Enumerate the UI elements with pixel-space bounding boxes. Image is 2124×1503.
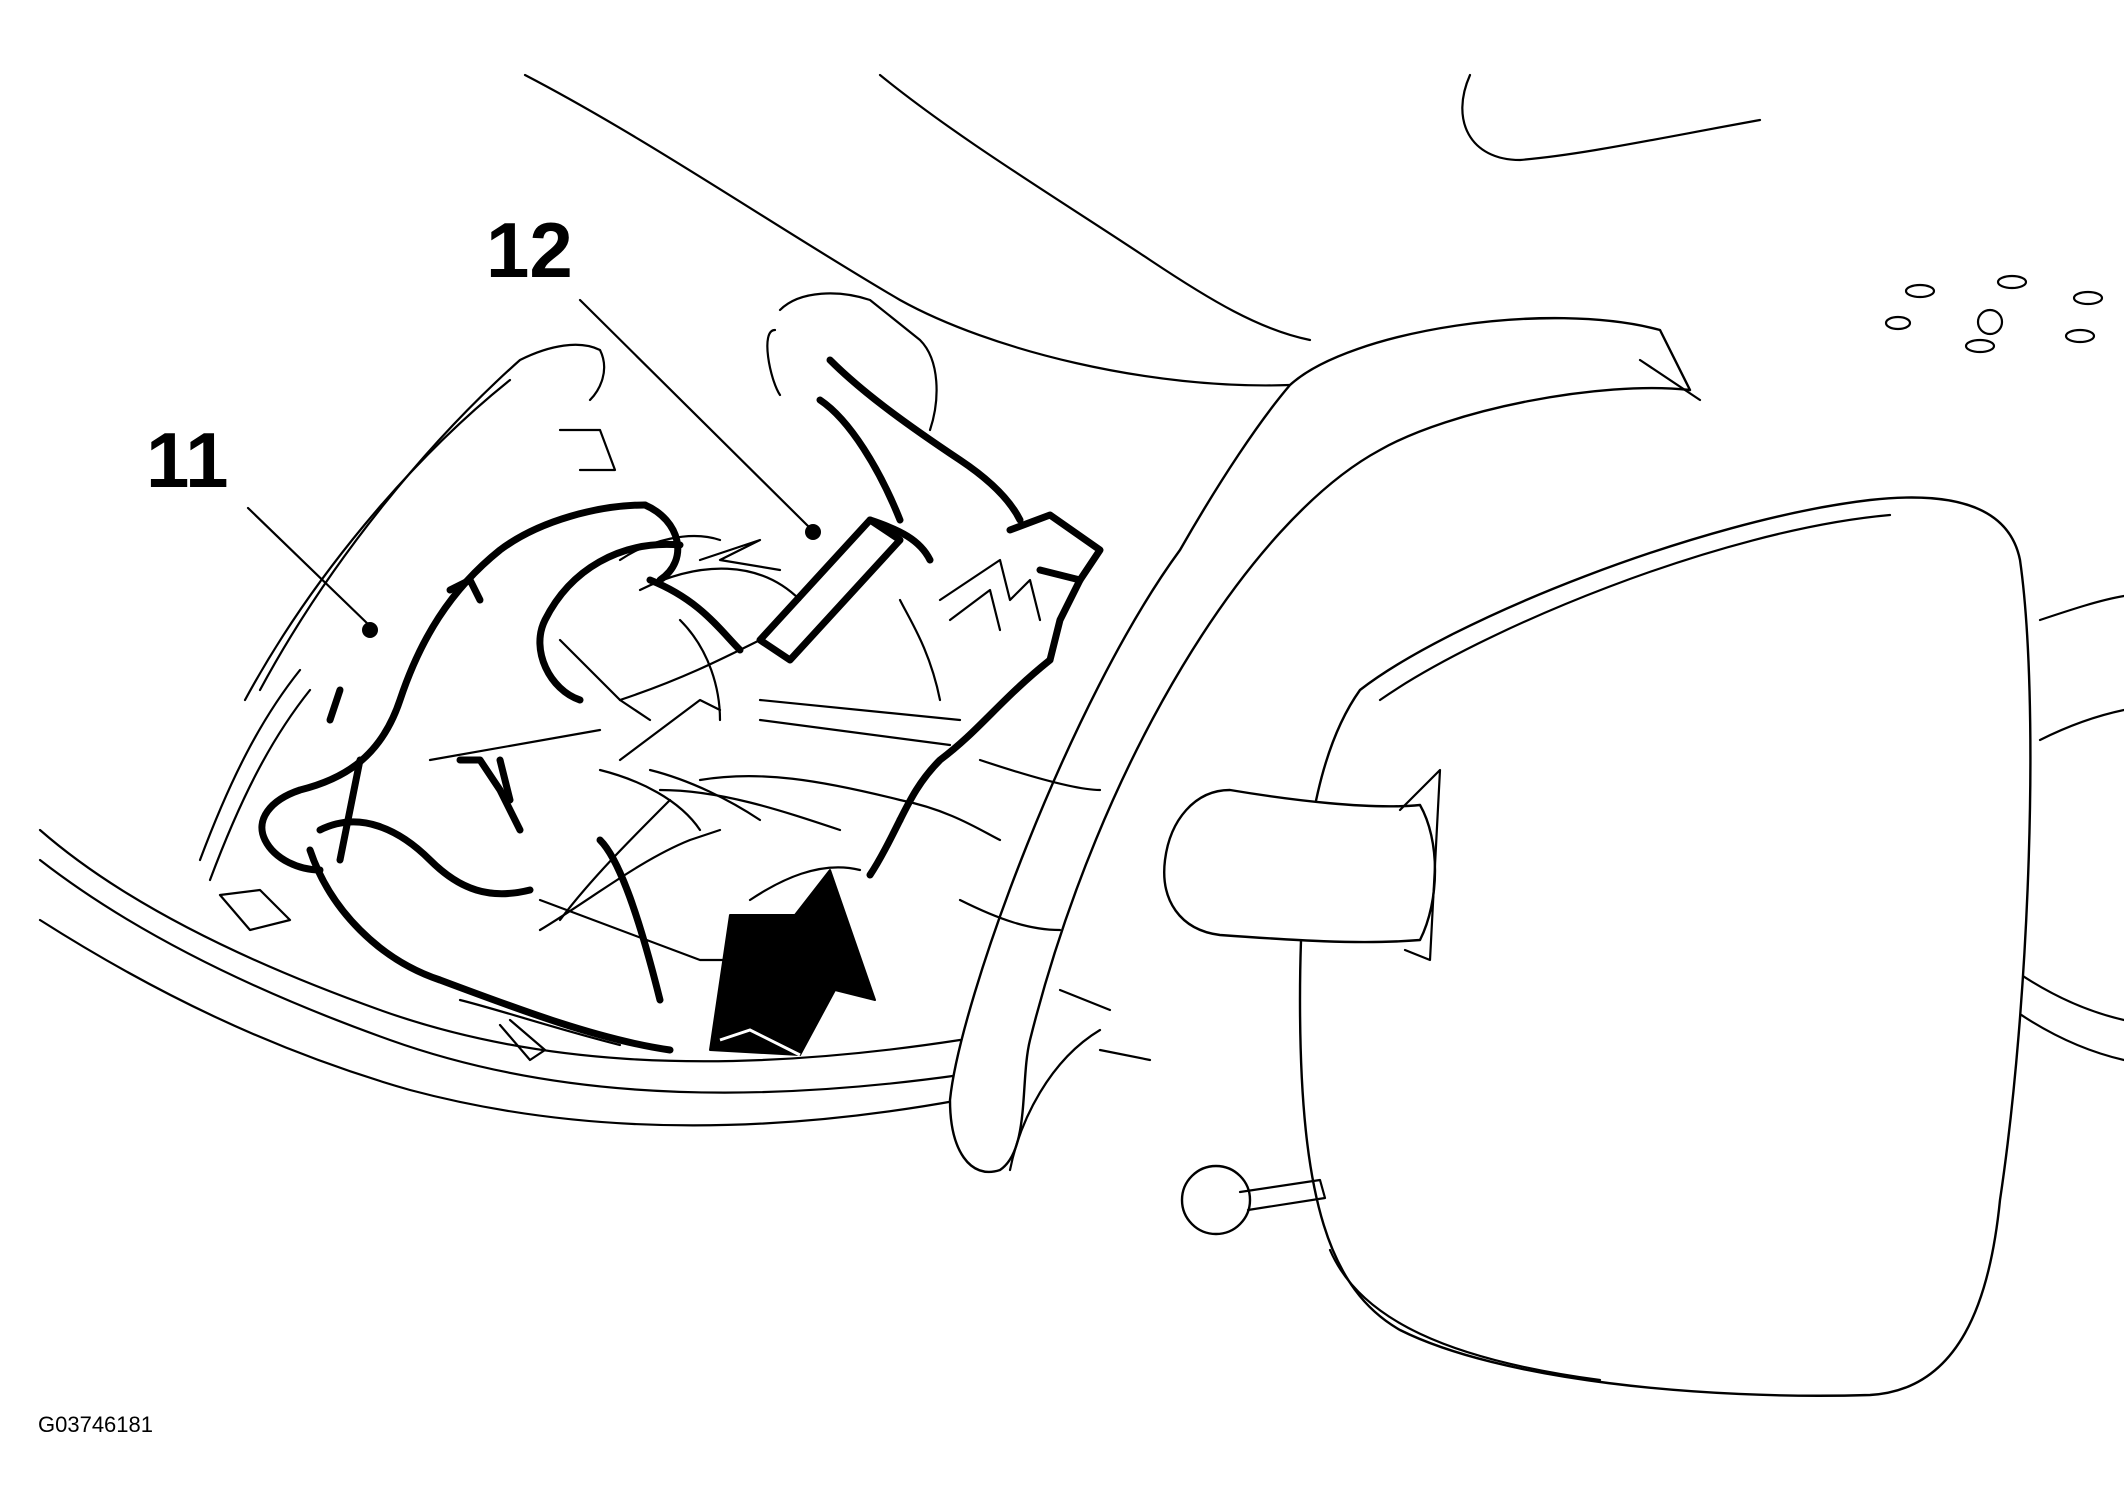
rear-view-mirror — [1163, 496, 2032, 1397]
callout-11-label: 11 — [146, 416, 228, 504]
connector-detail — [428, 534, 1042, 962]
headliner-contours — [38, 73, 2124, 1127]
figure-id: G03746181 — [38, 1412, 153, 1437]
lamp-module — [258, 356, 1104, 1054]
callout-12-label: 12 — [486, 206, 573, 294]
mirror-mount — [948, 317, 1702, 1173]
callout-12-leader — [578, 298, 812, 530]
headliner-perforations — [1884, 274, 2104, 354]
callout-12-dot — [805, 524, 821, 540]
callout-12: 12 — [486, 206, 821, 540]
direction-arrow-icon — [709, 869, 876, 1057]
callout-11-dot — [362, 622, 378, 638]
module-housing — [198, 292, 1102, 1062]
callout-11: 11 — [146, 416, 378, 638]
callout-11-leader — [246, 506, 372, 628]
